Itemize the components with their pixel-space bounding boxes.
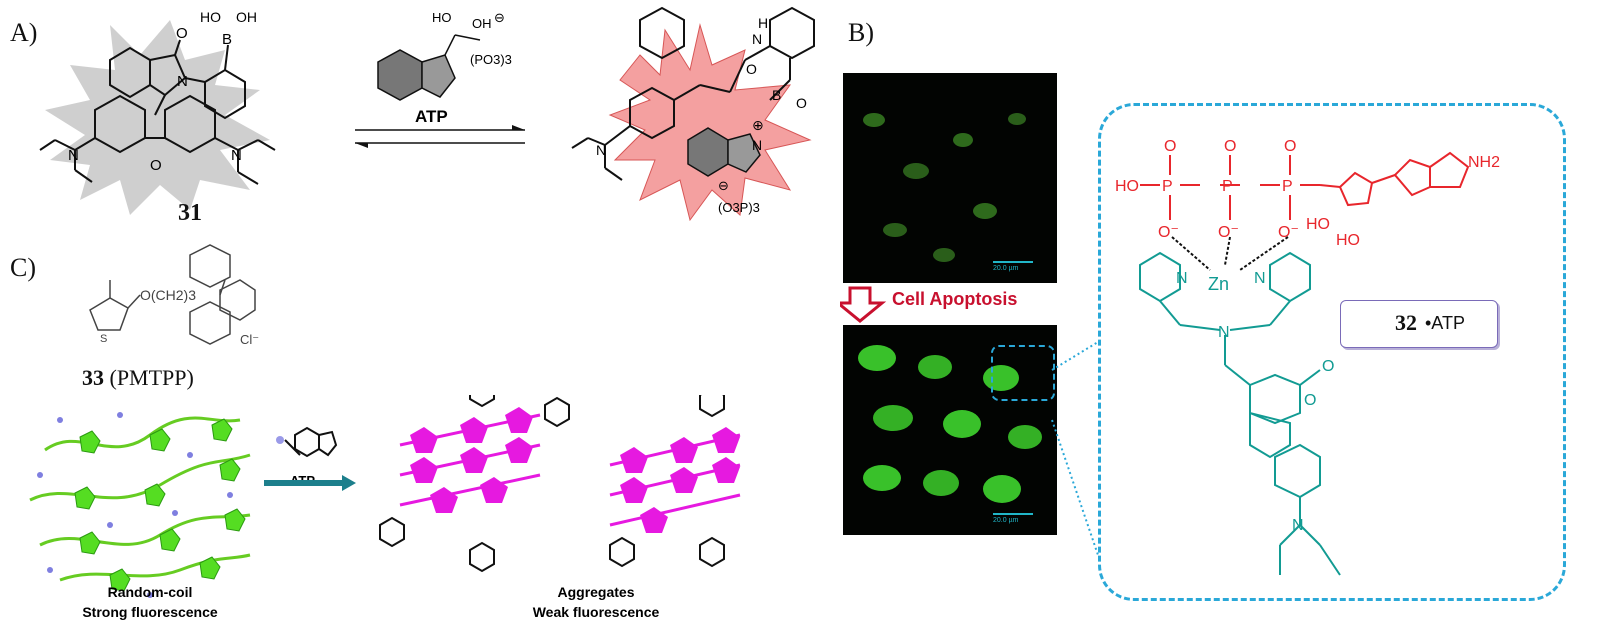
- coumarin-ring-o-label: O: [1304, 392, 1316, 409]
- boron-label: B: [222, 31, 232, 48]
- product-amide-o-label: O: [746, 61, 757, 77]
- panel-a-label: A): [10, 18, 38, 47]
- scale-bar-bottom: 20.0 µm: [993, 517, 1019, 524]
- scale-bar-top: 20.0 µm: [993, 265, 1019, 272]
- phosphate-ominus2-label: O⁻: [1218, 224, 1239, 241]
- random-coil-monomers: [74, 418, 246, 592]
- tertiary-n-label: N: [1218, 324, 1230, 341]
- dpa-ligand: [1139, 251, 1341, 576]
- thiophene-s-label: S: [100, 333, 107, 345]
- complex-32-structure: HO P P P O O O O⁻ O⁻ O⁻ HO HO NH2 Zn N N…: [1115, 138, 1500, 576]
- chloride-label: Cl⁻: [240, 332, 259, 347]
- atp-ho-label: HO: [432, 10, 452, 25]
- product-minus-label: ⊖: [718, 178, 729, 193]
- pyridine-n2-label: N: [1254, 270, 1266, 287]
- phosphate-ominus1-label: O⁻: [1158, 224, 1179, 241]
- adenine-nh2-label: NH2: [1468, 154, 1500, 171]
- pyridine-n1-label: N: [1176, 270, 1188, 287]
- compound-31-structure: [39, 39, 276, 185]
- product-o3p-label: (O3P)3: [718, 200, 760, 215]
- strong-fluorescence-caption: Strong fluorescence: [82, 604, 218, 620]
- left-amine-n-label: N: [68, 147, 79, 164]
- phosphate-o1-label: O: [1164, 138, 1176, 155]
- atp-minus-label: ⊖: [494, 10, 505, 25]
- panel-b-label: B): [848, 18, 874, 47]
- ribose-ho2-label: HO: [1336, 232, 1360, 249]
- phosphate-ominus3-label: O⁻: [1278, 224, 1299, 241]
- atp-phosphate-dot: [276, 436, 284, 444]
- product-amine-n-label: N: [596, 142, 606, 158]
- zn-label: Zn: [1208, 274, 1229, 294]
- phosphate-p3-label: P: [1282, 178, 1293, 195]
- random-coil-caption: Random-coil: [108, 584, 193, 600]
- complex-suffix: •ATP: [1425, 313, 1465, 333]
- zoom-connector-lines: [1051, 341, 1099, 556]
- ribose-ho-label: HO: [1306, 216, 1330, 233]
- pink-burst: [608, 23, 812, 222]
- phosphate-o2-label: O: [1224, 138, 1236, 155]
- compound-33-label: 33 (PMTPP): [82, 365, 194, 390]
- atp-icon-small: [284, 426, 338, 458]
- zoom-box: [991, 345, 1055, 401]
- zn-coordination-bonds: [1171, 236, 1289, 271]
- phosphate-chain: [1140, 151, 1470, 220]
- phosphate-o3-label: O: [1284, 138, 1296, 155]
- cell-apoptosis-label: Cell Apoptosis: [892, 289, 1018, 309]
- panel-c-label: C): [10, 253, 36, 282]
- product-atp-indane: [687, 127, 761, 177]
- boronic-oh-label: OH: [236, 9, 257, 25]
- weak-fluorescence-caption: Weak fluorescence: [533, 604, 660, 620]
- product-structure: [571, 6, 815, 181]
- side-chain-label: O(CH2)3: [140, 287, 196, 303]
- bound-atp-molecules: [379, 395, 725, 573]
- atp-po3-label: (PO3)3: [470, 52, 512, 67]
- phosphate-p1-label: P: [1162, 178, 1173, 195]
- right-amine-n-label: N: [231, 147, 242, 164]
- gray-burst: [45, 20, 270, 215]
- diethylamine-n-label: N: [1292, 517, 1304, 534]
- product-h-label: H: [758, 15, 768, 31]
- product-plus-label: ⊕: [752, 117, 764, 133]
- polymer-aggregation-scheme: ATP: [29, 395, 741, 620]
- random-coil-chains: [29, 416, 251, 582]
- product-iminium-n-label: N: [752, 137, 762, 153]
- complex-32-atp-badge: 32 •ATP: [1340, 300, 1498, 348]
- compound-31-label: 31: [178, 200, 202, 226]
- zoom-callout: [1098, 103, 1566, 601]
- product-bo-label: O: [796, 95, 807, 111]
- atp-name-label: ATP: [415, 107, 448, 126]
- apoptosis-arrow-icon: [840, 286, 887, 323]
- amide-n-label: N: [177, 73, 188, 90]
- pmtpp-monomer-structure: O(CH2)3 S Cl⁻: [89, 244, 259, 347]
- aggregates-caption: Aggregates: [557, 584, 634, 600]
- phosphate-p2-label: P: [1222, 178, 1233, 195]
- product-b-label: B: [772, 87, 781, 103]
- atp-oh-label: OH: [472, 16, 492, 31]
- atp-reagent-structure: [377, 34, 481, 101]
- micrograph-top: 20.0 µm: [843, 73, 1057, 283]
- panel-a-scheme: O N B HO OH N N O HO OH ⊖ (PO3)3 ATP H N…: [39, 6, 815, 222]
- aggregate-1: [399, 407, 541, 513]
- phosphate-ho-label: HO: [1115, 178, 1139, 195]
- aggregate-2: [609, 427, 741, 533]
- xanthene-o-label: O: [150, 157, 162, 174]
- complex-number: 32: [1395, 310, 1417, 335]
- product-n-label: N: [752, 31, 762, 47]
- micrograph-bottom: 20.0 µm: [843, 325, 1057, 535]
- coumarin-carbonyl-o-label: O: [1322, 358, 1334, 375]
- carbonyl-o-label: O: [176, 25, 188, 42]
- boronic-ho-label: HO: [200, 9, 221, 25]
- counter-ion-dots: [37, 412, 233, 598]
